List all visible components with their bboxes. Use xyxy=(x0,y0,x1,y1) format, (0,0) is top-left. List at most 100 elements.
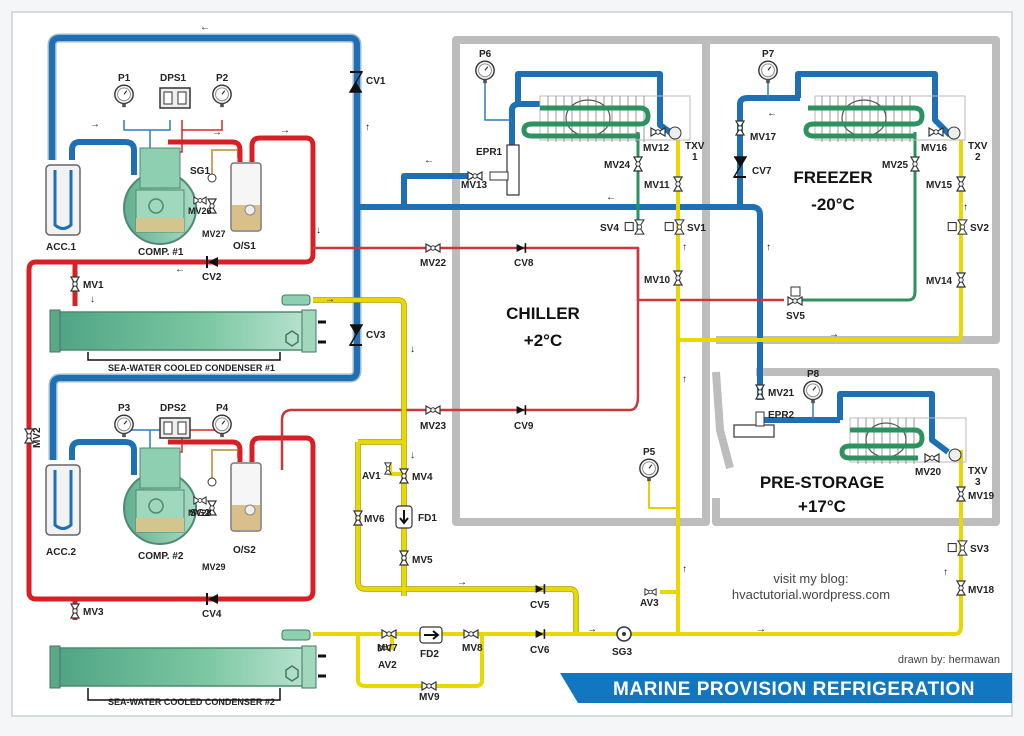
flow-arrow: ← xyxy=(175,264,185,275)
flow-arrow: ↑ xyxy=(365,122,370,133)
flow-arrow: → xyxy=(90,119,100,130)
cv7-label: CV7 xyxy=(752,166,772,177)
mv2-label: MV2 xyxy=(32,427,43,448)
blog-line-2: hvactutorial.wordpress.com xyxy=(732,587,890,602)
evaporator-chiller xyxy=(521,95,691,142)
freezer-temp: -20°C xyxy=(811,195,855,214)
p1-label: P1 xyxy=(118,73,131,84)
flow-arrow: ↑ xyxy=(943,567,948,578)
mv27-label: MV27 xyxy=(202,229,226,239)
flow-arrow: → xyxy=(756,624,766,635)
acc1-label: ACC.1 xyxy=(46,242,76,253)
pre-storage-name: PRE-STORAGE xyxy=(760,473,884,492)
epr2-label: EPR2 xyxy=(768,410,795,421)
dps1-label: DPS1 xyxy=(160,73,187,84)
sv3-label: SV3 xyxy=(970,544,989,555)
oil-separator-1 xyxy=(230,162,262,232)
mv4-label: MV4 xyxy=(412,472,433,483)
flow-arrow: ↓ xyxy=(90,294,95,305)
txv3-label: TXV xyxy=(968,466,988,477)
os1-label: O/S1 xyxy=(233,241,256,252)
flow-arrow: ← xyxy=(767,108,777,119)
title-banner: MARINE PROVISION REFRIGERATION xyxy=(560,673,1012,703)
mv10-label: MV10 xyxy=(644,275,671,286)
flow-arrow: ← xyxy=(200,22,210,33)
flow-arrow: → xyxy=(325,294,335,305)
mv19-label: MV19 xyxy=(968,491,995,502)
cv1-label: CV1 xyxy=(366,76,386,87)
evaporator-freezer xyxy=(803,95,966,142)
condenser-2-label: SEA-WATER COOLED CONDENSER #2 xyxy=(108,697,275,707)
condenser-2 xyxy=(49,629,326,701)
mv29-label: MV29 xyxy=(202,562,226,572)
flow-arrow: → xyxy=(829,329,839,340)
dps2-label: DPS2 xyxy=(160,403,187,414)
cv5-label: CV5 xyxy=(530,600,550,611)
p4-label: P4 xyxy=(216,403,229,414)
flow-arrow: ↑ xyxy=(682,374,687,385)
mv17-label: MV17 xyxy=(750,132,777,143)
dps1-switch xyxy=(159,87,191,109)
sight-glass-sg1 xyxy=(207,173,217,183)
compressor-1 xyxy=(123,147,197,245)
flow-arrow: ← xyxy=(424,155,434,166)
txv1-label: TXV xyxy=(685,141,705,152)
blog-line-1: visit my blog: xyxy=(773,571,848,586)
accumulator-1 xyxy=(45,164,81,236)
sv2-label: SV2 xyxy=(970,223,989,234)
cv6-label: CV6 xyxy=(530,645,550,656)
suction-lines xyxy=(47,33,953,475)
mv5-label: MV5 xyxy=(412,555,433,566)
txv3-valve xyxy=(948,448,962,462)
epr2-valve xyxy=(733,411,775,438)
drawn-by: drawn by: hermawan xyxy=(898,654,1000,666)
compressor-2 xyxy=(123,447,197,545)
mv15-label: MV15 xyxy=(926,180,953,191)
flow-arrow: ↑ xyxy=(682,242,687,253)
epr1-label: EPR1 xyxy=(476,147,503,158)
condenser-1 xyxy=(49,294,326,361)
liquid-lines xyxy=(313,140,963,688)
chiller-wall xyxy=(452,36,710,526)
accumulator-2 xyxy=(45,464,81,536)
txv2-label: TXV xyxy=(968,141,988,152)
sv4-label: SV4 xyxy=(600,223,619,234)
labels: ACC.1 ACC.2 COMP. #1 COMP. #2 O/S1 O/S2 … xyxy=(32,22,1000,707)
epr1-valve xyxy=(489,144,520,196)
cv2-label: CV2 xyxy=(202,272,222,283)
comp2-label: COMP. #2 xyxy=(138,551,184,562)
evaporator-pre-storage xyxy=(839,417,967,464)
filter-drier-fd1 xyxy=(395,505,413,529)
discharge-lines xyxy=(26,135,784,620)
mv6-label: MV6 xyxy=(364,514,385,525)
flow-arrow: → xyxy=(212,127,222,138)
flow-arrow: ↓ xyxy=(316,225,321,236)
mv28-label: MV28 xyxy=(188,508,212,518)
solenoid-valve-sv5 xyxy=(787,286,803,306)
mv1-label: MV1 xyxy=(83,280,104,291)
mv24-label: MV24 xyxy=(604,160,631,171)
pre-storage-door xyxy=(712,371,734,470)
cv4-label: CV4 xyxy=(202,609,222,620)
fd2-label: FD2 xyxy=(420,649,439,660)
sv1-label: SV1 xyxy=(687,223,706,234)
flow-arrow: ↓ xyxy=(410,450,415,461)
pre-storage-wall xyxy=(712,368,1000,526)
mv16-label: MV16 xyxy=(921,143,948,154)
p8-label: P8 xyxy=(807,369,820,380)
sight-glass-sg2 xyxy=(207,477,217,487)
mv11-label: MV11 xyxy=(644,180,670,191)
freezer-name: FREEZER xyxy=(793,168,872,187)
dps2-switch xyxy=(159,417,191,439)
condenser-1-label: SEA-WATER COOLED CONDENSER #1 xyxy=(108,363,275,373)
flow-arrow: ↓ xyxy=(410,344,415,355)
defrost-lines xyxy=(636,132,917,302)
chiller-name: CHILLER xyxy=(506,304,580,323)
mv20-label: MV20 xyxy=(915,467,942,478)
os2-label: O/S2 xyxy=(233,545,256,556)
mv7-label: MV7 xyxy=(377,643,398,654)
av3-label: AV3 xyxy=(640,598,659,609)
acc2-label: ACC.2 xyxy=(46,547,76,558)
p7-label: P7 xyxy=(762,49,775,60)
